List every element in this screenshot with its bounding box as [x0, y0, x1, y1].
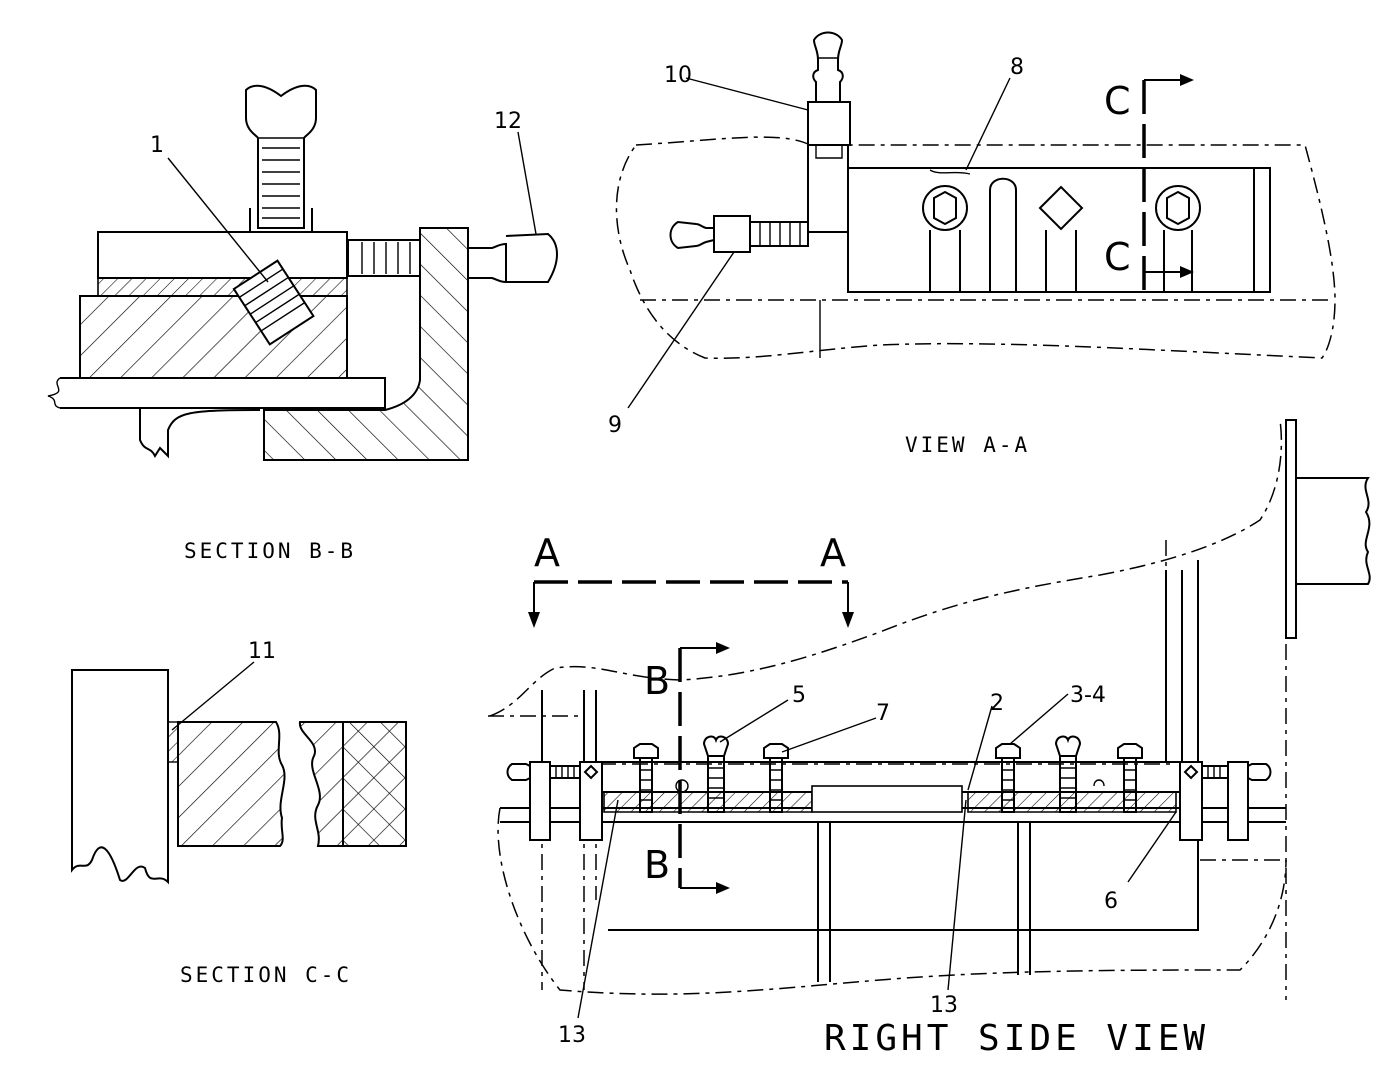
- caption-view-aa: VIEW A-A: [905, 433, 1030, 457]
- cut-marker-b-bottom: B: [644, 843, 670, 887]
- cut-marker-c-top: C: [1104, 79, 1131, 123]
- callout-7: 7: [876, 701, 890, 726]
- callout-8: 8: [1010, 55, 1024, 80]
- cut-marker-b-top: B: [644, 659, 670, 703]
- callout-12: 12: [494, 109, 522, 134]
- callout-9: 9: [608, 413, 622, 438]
- callout-3-4: 3-4: [1070, 683, 1106, 708]
- callout-5: 5: [792, 683, 806, 708]
- cut-marker-a-left: A: [534, 531, 560, 575]
- callout-13-left: 13: [558, 1023, 586, 1048]
- bolt-group-right: [995, 735, 1143, 813]
- callout-13-right: 13: [930, 993, 958, 1018]
- cut-marker-c-bottom: C: [1104, 235, 1131, 279]
- section-bb-view: 1 12: [47, 84, 558, 461]
- callout-10: 10: [664, 63, 692, 88]
- callout-1: 1: [150, 133, 164, 158]
- cut-marker-a-right: A: [820, 531, 846, 575]
- callout-2: 2: [990, 691, 1004, 716]
- right-side-view: 5 7 3-4 2 6 13 13 A A B B: [488, 419, 1371, 1048]
- section-cc-view: 11: [71, 639, 407, 885]
- callout-6: 6: [1104, 889, 1118, 914]
- view-aa: 10 8 9 C C: [608, 31, 1336, 438]
- callout-11: 11: [248, 639, 276, 664]
- caption-right-side-view: RIGHT SIDE VIEW: [824, 1018, 1209, 1059]
- bolt-group-left: [633, 735, 789, 813]
- caption-section-cc: SECTION C-C: [180, 963, 352, 987]
- caption-section-bb: SECTION B-B: [184, 539, 356, 563]
